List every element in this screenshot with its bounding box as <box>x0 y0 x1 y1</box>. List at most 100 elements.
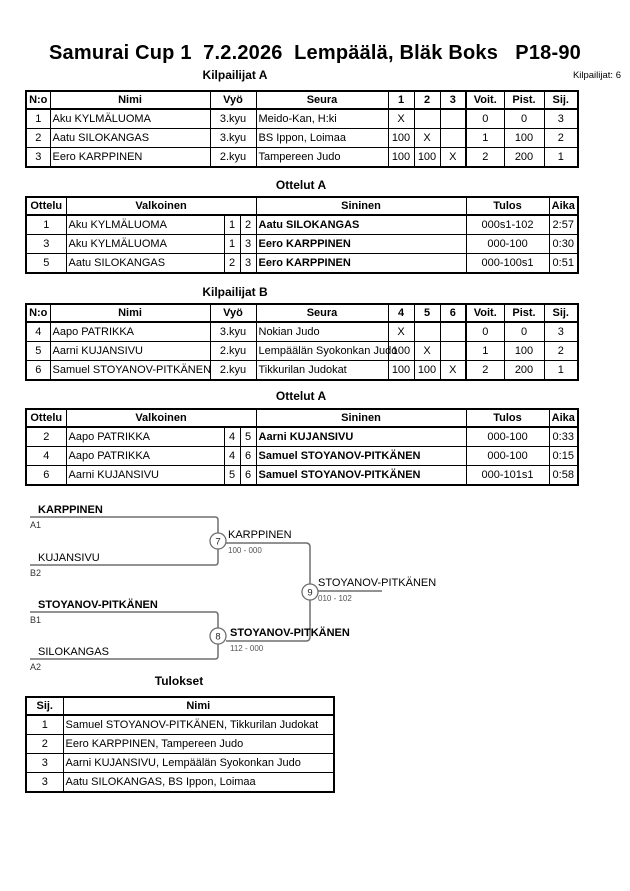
table-cell: Aatu SILOKANGAS, BS Ippon, Loimaa <box>62 772 335 793</box>
col-header-sininen: Sininen <box>255 408 467 428</box>
table-cell: 0:33 <box>548 426 579 447</box>
match-number: 9 <box>307 588 312 599</box>
bracket-winner-name: KARPPINEN <box>228 529 292 541</box>
col-header-nimi: Nimi <box>62 696 335 716</box>
bracket-match-score: 100 - 000 <box>228 546 262 555</box>
table-cell: 0:30 <box>548 234 579 254</box>
col-header-m1: 4 <box>387 303 415 323</box>
table-cell: 200 <box>503 360 545 381</box>
table-cell: 2 <box>25 734 64 754</box>
col-header-vyo: Vyö <box>209 303 257 323</box>
table-header-row: Ottelu Valkoinen Sininen Tulos Aika <box>25 196 579 216</box>
table-cell: 3.kyu <box>209 128 257 148</box>
table-cell: 0:15 <box>548 446 579 466</box>
col-header-sij: Sij. <box>543 90 579 110</box>
col-header-nimi: Nimi <box>49 303 211 323</box>
table-header-row: N:o Nimi Vyö Seura 1 2 3 Voit. Pist. Sij… <box>25 90 579 110</box>
table-cell: 1 <box>465 341 505 361</box>
col-header-tulos: Tulos <box>465 196 550 216</box>
pool-a-table: N:o Nimi Vyö Seura 1 2 3 Voit. Pist. Sij… <box>25 90 579 168</box>
bracket-slot-code: A1 <box>30 520 41 530</box>
table-cell: 0:51 <box>548 253 579 274</box>
table-cell: 100 <box>413 360 441 381</box>
table-cell: Aarni KUJANSIVU <box>49 341 211 361</box>
bracket-slot-name: KARPPINEN <box>38 504 103 516</box>
col-header-valkoinen: Valkoinen <box>65 408 257 428</box>
col-header-sij: Sij. <box>25 696 64 716</box>
table-header-row: Sij. Nimi <box>25 696 335 716</box>
table-cell: Samuel STOYANOV-PITKÄNEN, Tikkurilan Jud… <box>62 714 335 735</box>
table-cell: 000-100 <box>465 446 550 466</box>
match-number: 7 <box>215 537 220 548</box>
col-header-sininen: Sininen <box>255 196 467 216</box>
section-title-pool-b: Kilpailijat B <box>202 285 268 299</box>
table-cell: Eero KARPPINEN <box>255 234 467 254</box>
col-header-seura: Seura <box>255 303 389 323</box>
table-cell: 3 <box>25 772 64 793</box>
table-cell: 3 <box>543 321 579 342</box>
bracket-winner-name: STOYANOV-PITKÄNEN <box>230 626 350 639</box>
match-number-circles: 7 8 9 <box>209 532 319 645</box>
table-cell: Aapo PATRIKKA <box>65 446 225 466</box>
match-number: 8 <box>215 632 220 643</box>
section-title-pool-a: Kilpailijat A <box>202 68 268 82</box>
section-title-results: Tulokset <box>154 674 204 688</box>
table-cell: 2 <box>465 360 505 381</box>
table-cell: 3 <box>239 234 257 254</box>
table-cell: 0:58 <box>548 465 579 486</box>
table-cell: 6 <box>239 465 257 486</box>
table-cell: 3 <box>239 253 257 274</box>
table-cell: BS Ippon, Loimaa <box>255 128 389 148</box>
bracket-slot-name: KUJANSIVU <box>38 552 100 564</box>
competitors-count: Kilpailijat: 6 <box>572 70 621 81</box>
table-cell: Eero KARPPINEN <box>49 147 211 168</box>
col-header-nimi: Nimi <box>49 90 211 110</box>
table-cell: 100 <box>387 128 415 148</box>
table-cell: 2 <box>543 128 579 148</box>
table-cell: 100 <box>503 341 545 361</box>
table-header-row: Ottelu Valkoinen Sininen Tulos Aika <box>25 408 579 428</box>
col-header-aika: Aika <box>548 196 579 216</box>
table-cell: Eero KARPPINEN, Tampereen Judo <box>62 734 335 754</box>
bracket-match-score: 112 - 000 <box>230 644 264 653</box>
table-cell: Lempäälän Syokonkan Judo <box>255 341 397 361</box>
table-cell: 100 <box>503 128 545 148</box>
table-cell: Aku KYLMÄLUOMA <box>65 234 225 254</box>
table-cell: 1 <box>543 360 579 381</box>
table-cell: 6 <box>239 446 257 466</box>
table-cell: 1 <box>25 714 64 735</box>
table-cell: 3 <box>25 753 64 773</box>
col-header-voit: Voit. <box>465 303 505 323</box>
bracket-slot-code: B1 <box>30 615 41 625</box>
col-header-no: N:o <box>25 303 51 323</box>
col-header-sij: Sij. <box>543 303 579 323</box>
table-cell: 100 <box>387 341 415 361</box>
bracket-slot-name: STOYANOV-PITKÄNEN <box>38 598 158 611</box>
col-header-valkoinen: Valkoinen <box>65 196 257 216</box>
col-header-tulos: Tulos <box>465 408 550 428</box>
bracket-slot-code: A2 <box>30 662 41 672</box>
table-cell: Samuel STOYANOV-PITKÄNEN <box>255 446 467 466</box>
col-header-vyo: Vyö <box>209 90 257 110</box>
bracket-match-score: 010 - 102 <box>318 594 352 603</box>
table-cell: Aatu SILOKANGAS <box>49 128 211 148</box>
col-header-m3: 3 <box>439 90 467 110</box>
col-header-pist: Pist. <box>503 303 545 323</box>
